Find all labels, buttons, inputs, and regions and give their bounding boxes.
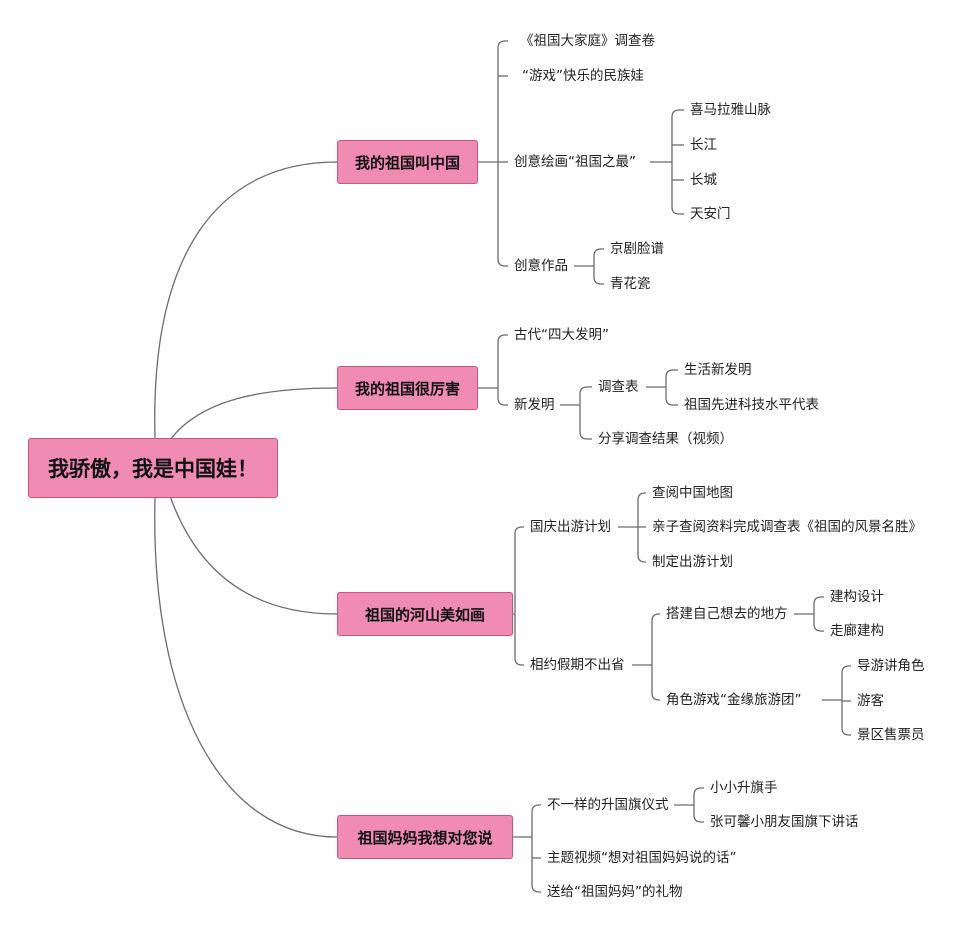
node-4-1-1: 小小升旗手 bbox=[710, 780, 778, 796]
b4-bracket-bottom bbox=[531, 837, 541, 893]
b2-2-1-bracket-bottom bbox=[665, 387, 678, 406]
b1-3-bracket-bottom bbox=[671, 162, 684, 215]
node-3-2-1: 搭建自己想去的地方 bbox=[666, 606, 788, 622]
node-2-2-1-2: 祖国先进科技水平代表 bbox=[684, 397, 819, 413]
node-3-2-1-2: 走廊建构 bbox=[830, 623, 884, 639]
b2-bracket-top bbox=[497, 334, 508, 388]
b2-bracket-bottom bbox=[497, 388, 508, 406]
node-1-3-4: 天安门 bbox=[690, 206, 731, 222]
node-4-3: 送给“祖国妈妈”的礼物 bbox=[547, 884, 683, 900]
b4-bracket-top bbox=[531, 804, 541, 837]
b3-1-bracket-bottom bbox=[637, 527, 646, 563]
b1-4-bracket-top bbox=[593, 248, 604, 266]
b3-2-bracket-top bbox=[651, 613, 660, 665]
node-1-3-1: 喜马拉雅山脉 bbox=[690, 102, 771, 118]
node-1-3-3: 长城 bbox=[690, 172, 717, 188]
b4-1-bracket-top bbox=[693, 787, 704, 805]
node-3-2-1-1: 建构设计 bbox=[830, 589, 884, 605]
b1-bracket-top bbox=[497, 40, 508, 162]
node-3-2-2: 角色游戏“金缘旅游团” bbox=[666, 692, 802, 708]
node-3-1-2: 亲子查阅资料完成调查表《祖国的风景名胜》 bbox=[652, 519, 922, 535]
root-link-3 bbox=[169, 495, 338, 615]
node-3-1: 国庆出游计划 bbox=[530, 519, 611, 535]
node-2-2-1: 调查表 bbox=[598, 379, 639, 395]
b1-3-bracket-top bbox=[671, 109, 684, 162]
node-2-2: 新发明 bbox=[514, 397, 555, 413]
b3-2-2-bracket-top bbox=[841, 665, 851, 700]
b2-2-bracket-bottom bbox=[579, 405, 592, 440]
node-1-3-2: 长江 bbox=[690, 137, 717, 153]
node-1-4-1: 京剧脸谱 bbox=[610, 241, 664, 257]
b3-2-2-bracket-bottom bbox=[841, 700, 851, 736]
b3-bracket-top bbox=[514, 526, 524, 614]
branch-node-2: 我的祖国很厉害 bbox=[337, 366, 478, 410]
b3-bracket-bottom bbox=[514, 614, 524, 666]
node-4-2: 主题视频“想对祖国妈妈说的话” bbox=[547, 850, 737, 866]
node-3-2-2-3: 景区售票员 bbox=[857, 727, 925, 743]
node-1-3: 创意绘画“祖国之最” bbox=[514, 154, 636, 170]
node-2-2-2: 分享调查结果（视频） bbox=[598, 431, 733, 447]
node-3-2-2-1: 导游讲角色 bbox=[857, 658, 925, 674]
node-3-2: 相约假期不出省 bbox=[530, 657, 625, 673]
node-3-1-1: 查阅中国地图 bbox=[652, 485, 733, 501]
node-4-1: 不一样的升国旗仪式 bbox=[547, 797, 669, 813]
root-link-1 bbox=[154, 161, 338, 439]
branch-node-3: 祖国的河山美如画 bbox=[337, 592, 513, 636]
b4-1-bracket-bottom bbox=[693, 805, 704, 823]
node-3-1-3: 制定出游计划 bbox=[652, 554, 733, 570]
root-link-4 bbox=[154, 497, 338, 838]
b1-4-bracket-bottom bbox=[593, 266, 604, 285]
node-2-1: 古代“四大发明” bbox=[514, 327, 609, 343]
b2-2-bracket-top bbox=[579, 386, 592, 405]
node-1-4-2: 青花瓷 bbox=[610, 276, 651, 292]
node-3-2-2-2: 游客 bbox=[857, 693, 884, 709]
b3-1-bracket-top bbox=[637, 492, 646, 527]
node-1-4: 创意作品 bbox=[514, 258, 568, 274]
b3-2-1-bracket-bottom bbox=[813, 614, 824, 632]
branch-node-1: 我的祖国叫中国 bbox=[337, 140, 478, 184]
branch-node-4: 祖国妈妈我想对您说 bbox=[337, 815, 513, 859]
node-1-1: 《祖国大家庭》调查卷 bbox=[520, 33, 655, 49]
node-4-1-2: 张可馨小朋友国旗下讲话 bbox=[710, 814, 859, 830]
b2-2-1-bracket-top bbox=[665, 369, 678, 387]
b1-bracket-bottom bbox=[497, 162, 508, 267]
root-node: 我骄傲，我是中国娃！ bbox=[28, 438, 278, 498]
node-2-2-1-1: 生活新发明 bbox=[684, 362, 752, 378]
b3-2-1-bracket-top bbox=[813, 596, 824, 614]
b3-2-bracket-bottom bbox=[651, 665, 660, 701]
root-link-2 bbox=[169, 387, 338, 441]
node-1-2: “游戏”快乐的民族娃 bbox=[522, 68, 644, 84]
